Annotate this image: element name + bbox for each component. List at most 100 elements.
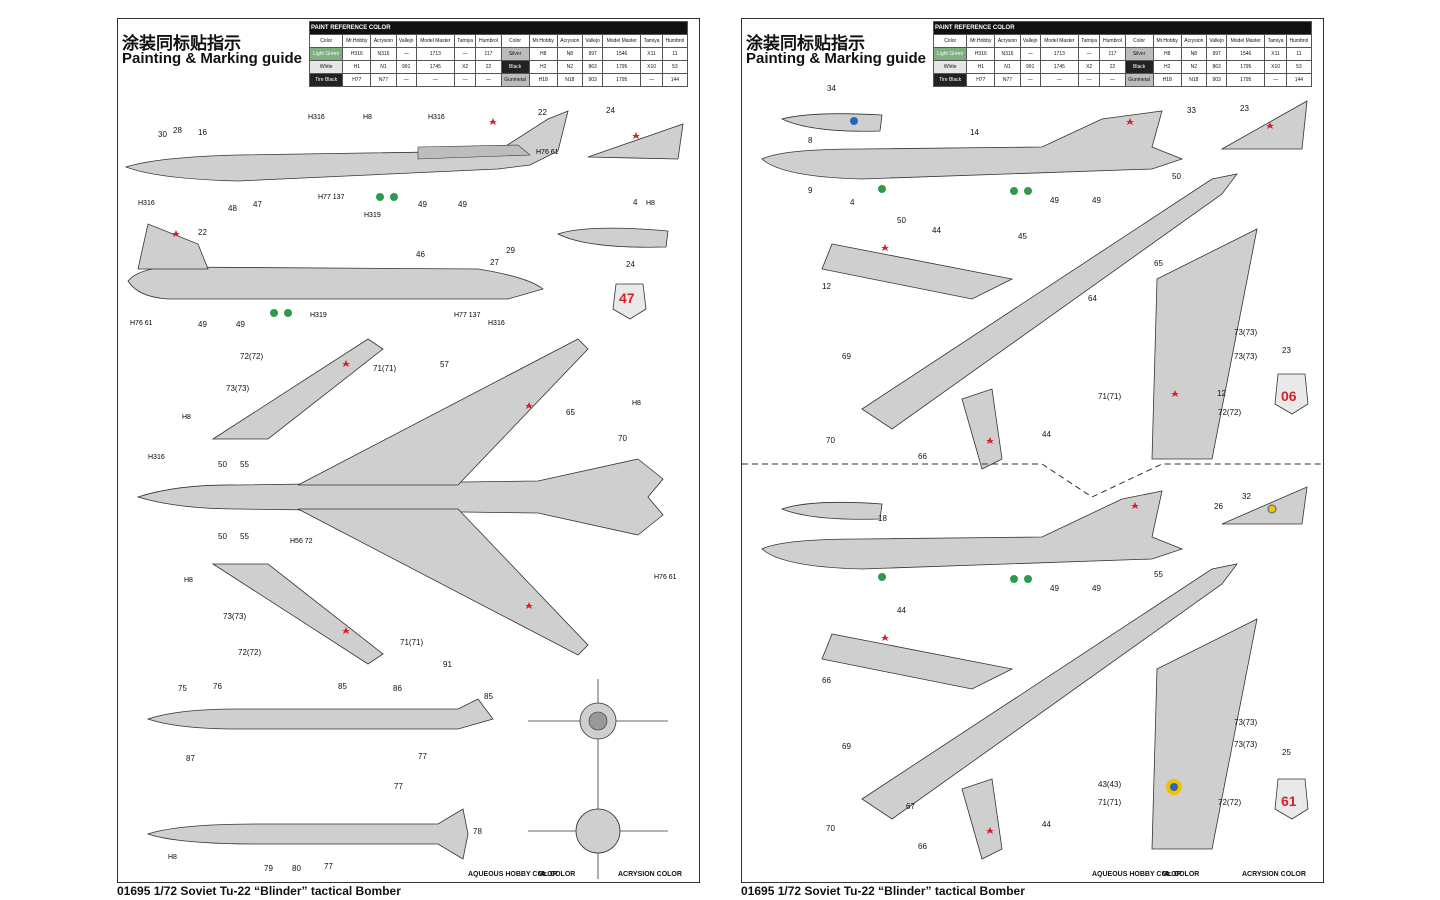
red-star-icon [489,118,497,125]
callout-number: 48 [228,204,237,213]
scheme-b-side-view [761,490,1184,583]
callout-number: 30 [158,130,167,139]
callout-number: 33 [1187,106,1196,115]
scheme-b-planform [821,563,1238,860]
cell: 144 [661,73,689,87]
callout-number: 73(73) [1234,718,1257,727]
color-swatch: Tire Black [932,73,968,87]
cell: 903 [582,73,604,87]
callout-number: 4 [850,198,855,207]
callout-number: 73(73) [226,384,249,393]
cell: N18 [1180,73,1208,87]
wheel-icon [376,193,384,201]
cell: N77 [370,73,397,87]
wheel-icon [1024,575,1032,583]
badge-icon [850,117,858,125]
callout-number: 71(71) [1098,392,1121,401]
callout-number: 27 [490,258,499,267]
callout-number: 26 [1214,502,1223,511]
scheme-a-tail-number: 06 [1274,373,1309,415]
cell: 1546 [602,47,642,61]
red-star-icon [1126,118,1134,125]
callout-number: 55 [240,532,249,541]
paint-callout: H8 [646,200,655,207]
callout-number: 8 [808,136,813,145]
paint-callout: H76 61 [130,320,153,327]
callout-number: 22 [538,108,547,117]
callout-number: 44 [932,226,941,235]
wheel-icon [1010,187,1018,195]
scheme-b-wing-detail [1151,618,1258,850]
scheme-a-tail-detail [1220,100,1308,150]
callout-number: 80 [292,864,301,873]
right-paint-reference-table: PAINT REFERENCE COLOR Color Mr.Hobby Acr… [932,21,1313,87]
cell: — [395,73,417,87]
paint-callout: H76 61 [654,574,677,581]
cell: 903 [1206,73,1228,87]
cell: — [395,47,417,61]
callout-number: 45 [1018,232,1027,241]
callout-number: 49 [198,320,207,329]
wheel-icon [390,193,398,201]
right-instruction-sheet: 涂装同标贴指示 Painting & Marking guide PAINT R… [741,18,1325,883]
callout-number: 77 [324,862,333,871]
callout-number: 85 [484,692,493,701]
legend-aqueous: AQUEOUS HOBBY COLOR [468,871,558,878]
callout-number: 50 [218,532,227,541]
callout-number: 28 [173,126,182,135]
callout-number: 49 [1092,196,1101,205]
callout-number: 44 [1042,820,1051,829]
cell: 1795 [602,73,642,87]
red-star-icon [1171,390,1179,397]
right-wing-detail [211,563,384,665]
left-aircraft-drawings: 47 [124,106,684,879]
red-star-icon [1266,122,1274,129]
callout-number: 65 [1154,259,1163,268]
right-title-english: Painting & Marking guide [746,50,927,67]
missile-front-view [528,679,668,769]
scheme-divider [742,463,1325,498]
color-swatch: Silver [500,47,530,61]
scheme-a-nose-detail [780,113,883,132]
callout-number: 34 [827,84,836,93]
callout-number: 49 [1050,584,1059,593]
callout-number: 64 [1088,294,1097,303]
wheel-icon [878,573,886,581]
left-instruction-sheet: 涂装同标贴指示 Painting & Marking guide PAINT R… [117,18,700,883]
left-title-chinese: 涂装同标贴指示 [122,34,241,54]
callout-number: 43(43) [1098,780,1121,789]
tail-number-06-decal: 06 [1281,388,1297,404]
red-star-icon [342,627,350,634]
callout-number: 50 [1172,172,1181,181]
callout-number: 14 [970,128,979,137]
wheel-icon [284,309,292,317]
callout-number: 66 [822,676,831,685]
paint-callout: H316 [488,320,505,327]
callout-number: 72(72) [240,352,263,361]
cell: N18 [556,73,584,87]
paint-callout: H56 72 [290,538,313,545]
side-view-bottom-aircraft [127,223,544,317]
color-swatch: Gunmetal [1124,73,1154,87]
paint-callout: H8 [168,854,177,861]
color-swatch: Black [1124,60,1154,74]
red-star-icon [986,437,994,444]
callout-number: 24 [626,260,635,269]
callout-number: 73(73) [1234,740,1257,749]
scheme-a-side-view [761,110,1184,195]
callout-number: 49 [418,200,427,209]
callout-number: 73(73) [1234,328,1257,337]
callout-number: 73(73) [1234,352,1257,361]
wheel-icon [1010,575,1018,583]
callout-number: 66 [918,452,927,461]
callout-number: 72(72) [1218,408,1241,417]
cell: 1795 [1226,73,1266,87]
callout-number: 32 [1242,492,1251,501]
left-caption: 01695 1/72 Soviet Tu-22 “Blinder” tactic… [117,884,401,898]
paint-callout: H8 [184,577,193,584]
paint-callout: H316 [308,114,325,121]
callout-number: 73(73) [223,612,246,621]
paint-callout: H8 [632,400,641,407]
callout-number: 79 [264,864,273,873]
callout-number: 76 [213,682,222,691]
